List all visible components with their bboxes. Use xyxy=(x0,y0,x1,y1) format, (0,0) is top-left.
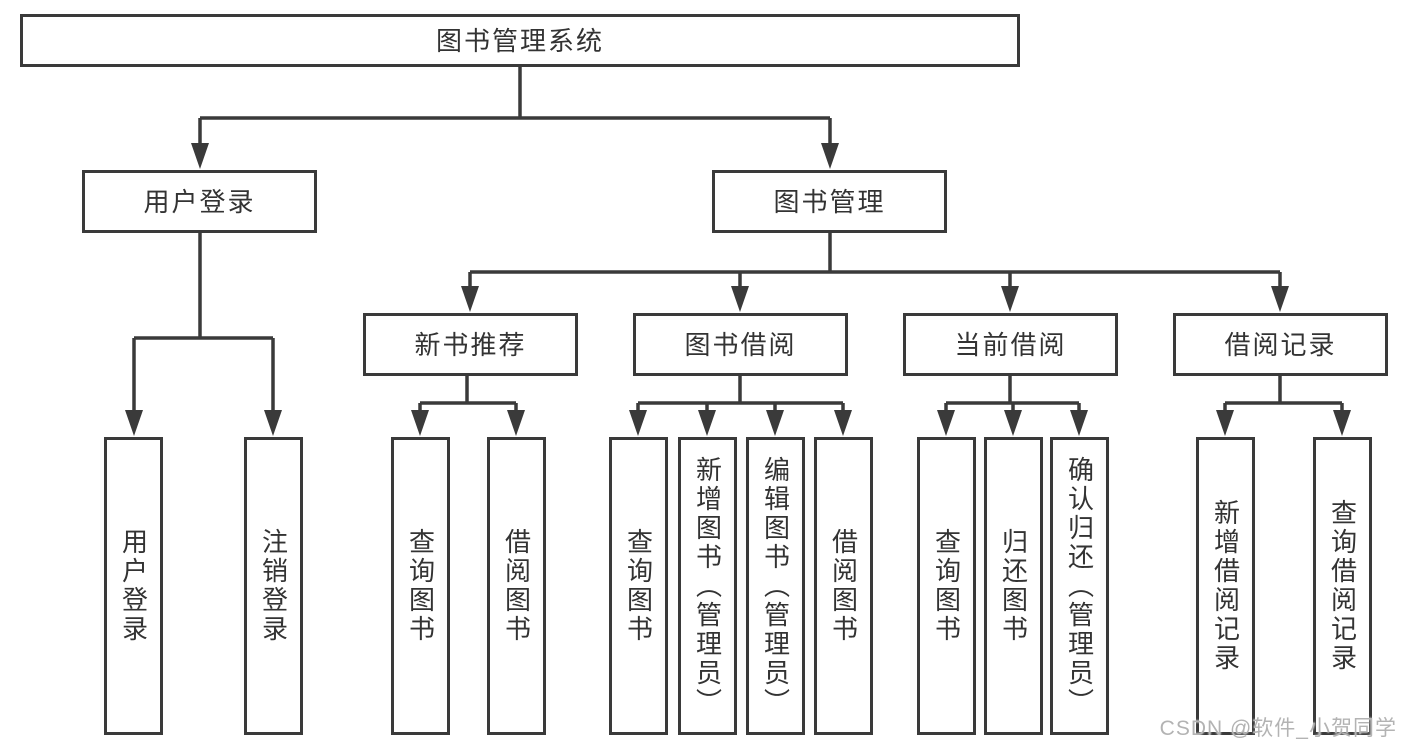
leaf-query-books-newbooks: 查询图书 xyxy=(391,437,450,735)
node-library-management-system: 图书管理系统 xyxy=(20,14,1020,67)
leaf-query-borrow-record: 查询借阅记录 xyxy=(1313,437,1372,735)
arrowhead-icon xyxy=(937,410,955,436)
leaf-confirm-return-admin: 确认归还（管理员） xyxy=(1050,437,1109,735)
leaf-query-books-borrowing: 查询图书 xyxy=(609,437,668,735)
arrowhead-icon xyxy=(1004,410,1022,436)
node-new-book-recommendation: 新书推荐 xyxy=(363,313,578,376)
arrowhead-icon xyxy=(461,286,479,312)
node-current-borrowing: 当前借阅 xyxy=(903,313,1118,376)
leaf-edit-books-admin: 编辑图书（管理员） xyxy=(746,437,805,735)
arrowhead-icon xyxy=(1333,410,1351,436)
arrowhead-icon xyxy=(264,410,282,436)
node-book-borrowing: 图书借阅 xyxy=(633,313,848,376)
arrowhead-icon xyxy=(731,286,749,312)
arrowhead-icon xyxy=(698,410,716,436)
leaf-borrow-books-borrowing: 借阅图书 xyxy=(814,437,873,735)
node-borrowing-records: 借阅记录 xyxy=(1173,313,1388,376)
arrowhead-icon xyxy=(411,410,429,436)
arrowhead-icon xyxy=(1216,410,1234,436)
arrowheads xyxy=(125,143,1351,436)
arrowhead-icon xyxy=(125,410,143,436)
arrowhead-icon xyxy=(629,410,647,436)
arrowhead-icon xyxy=(1001,286,1019,312)
leaf-add-books-admin: 新增图书（管理员） xyxy=(678,437,737,735)
leaf-borrow-books-newbooks: 借阅图书 xyxy=(487,437,546,735)
node-book-management: 图书管理 xyxy=(712,170,947,233)
arrowhead-icon xyxy=(821,143,839,169)
arrowhead-icon xyxy=(507,410,525,436)
leaf-logout: 注销登录 xyxy=(244,437,303,735)
arrowhead-icon xyxy=(834,410,852,436)
arrowhead-icon xyxy=(766,410,784,436)
arrowhead-icon xyxy=(191,143,209,169)
leaf-return-books: 归还图书 xyxy=(984,437,1043,735)
arrowhead-icon xyxy=(1271,286,1289,312)
arrowhead-icon xyxy=(1070,410,1088,436)
csdn-watermark: CSDN @软件_小贺同学 xyxy=(1159,717,1397,740)
leaf-add-borrow-record: 新增借阅记录 xyxy=(1196,437,1255,735)
leaf-user-login: 用户登录 xyxy=(104,437,163,735)
connector-lines xyxy=(132,67,1344,412)
leaf-query-books-current: 查询图书 xyxy=(917,437,976,735)
node-user-login: 用户登录 xyxy=(82,170,317,233)
